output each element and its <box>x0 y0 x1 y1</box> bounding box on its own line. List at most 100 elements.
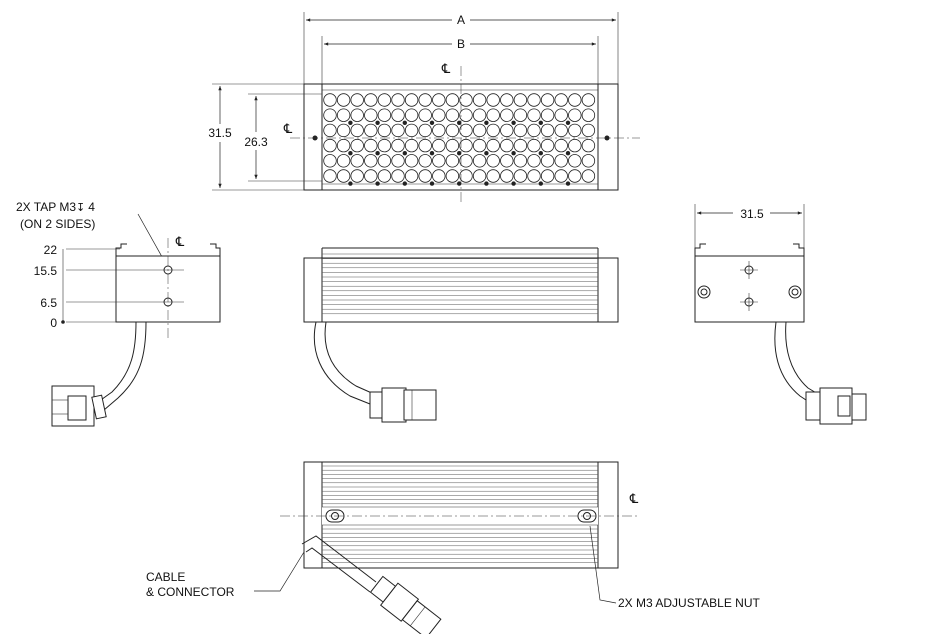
mid-cable-edge-a <box>313 321 371 405</box>
led <box>554 154 568 168</box>
led-screw <box>429 181 435 186</box>
led-screw <box>457 120 462 126</box>
fin-view-body <box>303 257 619 323</box>
right-side-clips <box>694 243 805 256</box>
led <box>404 154 419 168</box>
right-side-view: 31.5 <box>694 204 867 425</box>
led <box>404 169 419 183</box>
led <box>336 169 351 183</box>
led <box>432 123 446 138</box>
mid-connector <box>369 387 437 423</box>
led <box>513 154 528 168</box>
led <box>527 93 541 107</box>
led <box>418 138 432 153</box>
led <box>391 154 405 168</box>
led <box>459 154 473 168</box>
centerline-symbol-left: ℄ <box>283 121 293 136</box>
led <box>568 123 582 138</box>
led <box>418 108 432 122</box>
led <box>472 154 487 168</box>
led <box>568 154 582 168</box>
tap-depth-symbol: ↧ <box>76 202 85 214</box>
scale-label-22: 22 <box>44 243 58 257</box>
led <box>500 108 514 122</box>
led <box>323 93 337 107</box>
led <box>418 154 432 168</box>
centerline-symbol-top: ℄ <box>441 61 451 76</box>
led <box>568 138 582 153</box>
led <box>364 138 378 153</box>
led-screw <box>429 151 435 156</box>
dim-a-label: A <box>457 13 465 27</box>
dim-b-label: B <box>457 37 465 51</box>
led <box>391 123 405 138</box>
led <box>486 154 500 168</box>
heatsink-fins-bottom <box>322 465 598 563</box>
led <box>445 93 460 107</box>
led <box>377 154 392 168</box>
led <box>568 169 582 183</box>
led <box>364 154 378 168</box>
led <box>554 123 568 138</box>
led <box>323 123 337 138</box>
led <box>418 123 432 138</box>
right-nut-right <box>788 285 802 299</box>
led <box>336 138 351 153</box>
led <box>527 154 541 168</box>
led <box>472 169 487 183</box>
led <box>350 154 364 168</box>
right-cable-edge-a <box>774 321 813 405</box>
led-screw <box>538 151 543 156</box>
led-screw <box>484 151 489 156</box>
led <box>336 154 351 168</box>
led <box>364 123 378 138</box>
led-screw <box>538 181 543 186</box>
led <box>364 108 378 122</box>
led <box>527 108 541 122</box>
led <box>391 138 405 153</box>
scale-label-15-5: 15.5 <box>34 264 58 278</box>
led-screw <box>402 120 407 126</box>
led <box>323 108 337 122</box>
led <box>459 108 473 122</box>
heatsink-fins-side <box>322 253 598 315</box>
led <box>336 93 351 107</box>
led <box>350 169 364 183</box>
led <box>527 169 541 183</box>
led-screw <box>429 120 435 126</box>
led <box>581 138 596 153</box>
front-view: A B ℄ ℄ 31.5 26.3 <box>208 12 640 202</box>
led <box>540 108 555 122</box>
bottom-cable-edge-b <box>305 547 371 593</box>
side-fin-view <box>303 247 619 423</box>
led <box>581 169 596 183</box>
led-screw <box>348 151 353 156</box>
led <box>486 138 500 153</box>
led <box>568 93 582 107</box>
led <box>432 138 446 153</box>
led <box>472 123 487 138</box>
led <box>472 108 487 122</box>
led <box>459 169 473 183</box>
led-screw <box>484 120 489 126</box>
led <box>404 123 419 138</box>
led <box>445 154 460 168</box>
led <box>350 108 364 122</box>
led <box>391 108 405 122</box>
led-screw <box>457 181 462 186</box>
centerline-symbol-bottom: ℄ <box>629 491 639 506</box>
led <box>486 169 500 183</box>
led <box>323 154 337 168</box>
led <box>581 154 596 168</box>
led <box>350 138 364 153</box>
led-screw <box>484 181 489 186</box>
led <box>445 123 460 138</box>
led <box>554 93 568 107</box>
led <box>568 108 582 122</box>
led-screw <box>348 120 353 126</box>
led <box>486 93 500 107</box>
adjustable-nut-left <box>325 509 345 523</box>
dim-side-width-label: 31.5 <box>740 207 764 221</box>
led <box>391 169 405 183</box>
led <box>527 123 541 138</box>
